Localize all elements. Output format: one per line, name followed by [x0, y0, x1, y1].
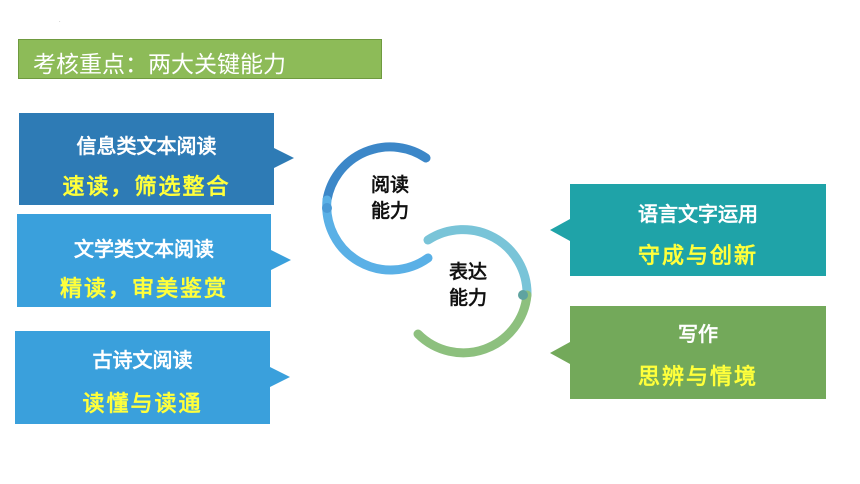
card-language-use: 语言文字运用 守成与创新 [570, 184, 826, 276]
reading-label-text: 阅读 能力 [370, 174, 409, 222]
expression-ability-label: 表达 能力 [438, 259, 498, 311]
expression-label-text: 表达 能力 [448, 261, 487, 309]
card-subtitle: 读懂与读通 [82, 392, 203, 417]
arrow-left [550, 219, 570, 241]
card-heading: 语言文字运用 [638, 202, 758, 226]
card-heading: 古诗文阅读 [92, 348, 193, 372]
expression-ring-bottom [413, 290, 532, 358]
card-heading: 写作 [678, 322, 718, 346]
card-heading: 信息类文本阅读 [76, 134, 217, 158]
arrow-right [274, 148, 294, 168]
reading-ring-top [322, 142, 431, 205]
reading-ring-bottom [322, 195, 433, 275]
card-info-reading: 信息类文本阅读 速读，筛选整合 [19, 113, 274, 205]
card-subtitle: 速读，筛选整合 [62, 175, 231, 200]
arrow-right [271, 250, 291, 270]
page-title: 考核重点：两大关键能力 [33, 52, 286, 78]
ring-joint [322, 203, 332, 213]
stray-dot: · [59, 19, 61, 25]
ring-joint [518, 290, 528, 300]
card-writing: 写作 思辨与情境 [570, 306, 826, 399]
reading-ability-label: 阅读 能力 [360, 172, 420, 224]
arrow-right [270, 367, 290, 387]
card-heading: 文学类文本阅读 [74, 237, 214, 261]
arrow-left [550, 342, 570, 364]
expression-ring-top [423, 225, 532, 300]
ability-rings [322, 142, 532, 358]
card-literary-reading: 文学类文本阅读 精读，审美鉴赏 [17, 214, 271, 307]
card-subtitle: 思辨与情境 [637, 365, 758, 390]
card-subtitle: 守成与创新 [637, 244, 758, 269]
title-box: 考核重点：两大关键能力 [18, 39, 382, 79]
card-subtitle: 精读，审美鉴赏 [59, 277, 228, 302]
card-classical-reading: 古诗文阅读 读懂与读通 [15, 331, 270, 424]
